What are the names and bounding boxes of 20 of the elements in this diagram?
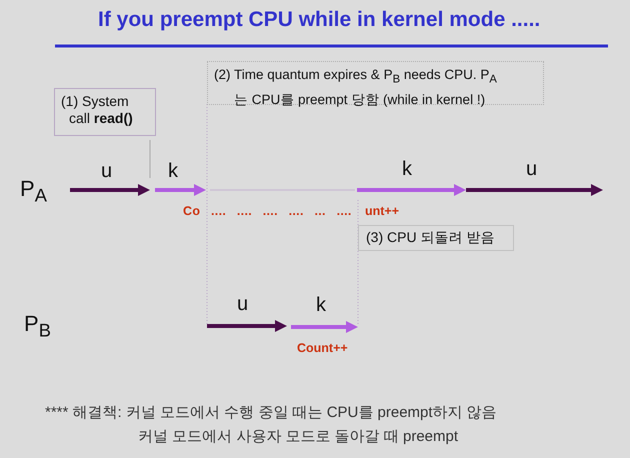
note-text: (1) System call read() xyxy=(61,93,134,127)
note-box xyxy=(358,225,514,251)
counter-text: unt++ xyxy=(365,204,400,218)
mode-label: u xyxy=(237,293,248,316)
process-label: P$_{A}$ xyxy=(20,176,47,206)
counter-text: Co .... .... .... .... ... .... xyxy=(183,204,352,218)
mode-label: u xyxy=(526,158,538,181)
mode-label: k xyxy=(316,294,326,317)
mode-label: k xyxy=(402,158,412,181)
process-label: P$_{B}$ xyxy=(24,311,51,342)
note-box xyxy=(207,61,544,105)
note-box xyxy=(54,88,156,136)
note-text: (2) Time quantum expires & P$_{B}$ needs CPU. P$_{A}$는 CPU를 preempt 당함 (while in kernel !) xyxy=(214,66,498,109)
note-text: 커널 모드에서 사용자 모드로 돌아갈 때 preempt xyxy=(138,427,458,446)
counter-text: Count++ xyxy=(297,341,348,355)
title: If you preempt CPU while in kernel mode ..... xyxy=(98,8,540,32)
note-text: **** 해결책: 커널 모드에서 수행 중일 때는 CPU를 preempt하지 않음 xyxy=(45,403,497,422)
note-text: (3) CPU 되돌려 받음 xyxy=(366,229,496,246)
mode-label: u xyxy=(101,160,112,183)
mode-label: k xyxy=(168,160,178,183)
